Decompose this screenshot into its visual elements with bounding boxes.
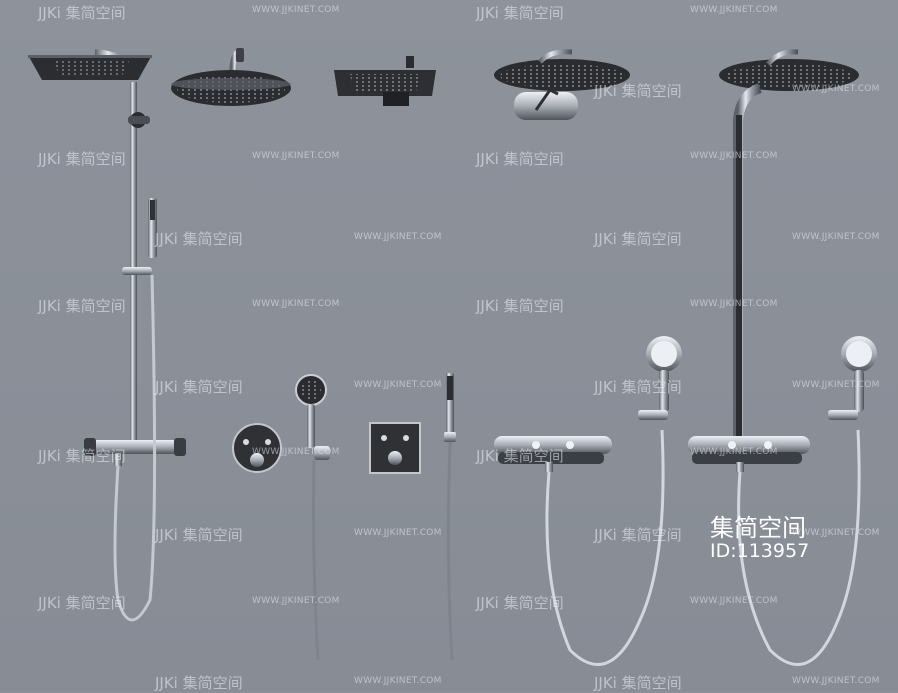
watermark-logo: JJKi 集简空间: [594, 674, 682, 692]
watermark-logo: JJKi 集简空间: [594, 82, 682, 100]
shower-system-icon: [28, 49, 186, 622]
watermark-url: WWW.JJKINET.COM: [252, 299, 340, 309]
watermark-url: WWW.JJKINET.COM: [690, 596, 778, 606]
watermark-logo: JJKi 集简空间: [594, 378, 682, 396]
overlay-title: 集简空间: [710, 514, 806, 542]
watermark-logo: JJKi 集简空间: [38, 447, 126, 465]
rain-head-icon: [171, 48, 291, 106]
watermark-url: WWW.JJKINET.COM: [354, 676, 442, 686]
watermark-logo: JJKi 集简空间: [155, 526, 243, 544]
watermark-url: WWW.JJKINET.COM: [690, 447, 778, 457]
watermark-logo: JJKi 集简空间: [594, 526, 682, 544]
control-panel-icon: [369, 422, 421, 474]
watermark-logo: JJKi 集简空间: [476, 447, 564, 465]
hand-shower-icon: [828, 336, 877, 420]
control-panel-icon: [688, 429, 861, 667]
hand-shower-icon: [638, 336, 682, 420]
watermark-url: WWW.JJKINET.COM: [792, 84, 880, 94]
control-panel-icon: [232, 423, 282, 473]
watermark-url: WWW.JJKINET.COM: [252, 596, 340, 606]
watermark-logo: JJKi 集简空间: [476, 150, 564, 168]
watermark-url: WWW.JJKINET.COM: [354, 232, 442, 242]
watermark-url: WWW.JJKINET.COM: [354, 528, 442, 538]
hose-icon: [444, 373, 456, 661]
watermark-url: WWW.JJKINET.COM: [690, 151, 778, 161]
square-head-icon: [334, 56, 436, 106]
watermark-url: WWW.JJKINET.COM: [792, 676, 880, 686]
control-panel-icon: [494, 429, 665, 667]
watermark-url: WWW.JJKINET.COM: [792, 528, 880, 538]
watermark-logo: JJKi 集简空间: [155, 378, 243, 396]
watermark-logo: JJKi 集简空间: [594, 230, 682, 248]
round-head-icon: [494, 49, 630, 120]
watermark-url: WWW.JJKINET.COM: [690, 299, 778, 309]
watermark-logo: JJKi 集简空间: [38, 4, 126, 22]
watermark-logo: JJKi 集简空间: [38, 297, 126, 315]
watermark-url: WWW.JJKINET.COM: [792, 232, 880, 242]
watermark-logo: JJKi 集简空间: [38, 150, 126, 168]
watermark-url: WWW.JJKINET.COM: [690, 5, 778, 15]
hand-shower-icon: [295, 374, 330, 661]
watermark-logo: JJKi 集简空间: [476, 297, 564, 315]
overlay-id: ID:113957: [710, 540, 810, 562]
watermark-url: WWW.JJKINET.COM: [252, 447, 340, 457]
watermark-url: WWW.JJKINET.COM: [354, 380, 442, 390]
watermark-logo: JJKi 集简空间: [476, 4, 564, 22]
watermark-url: WWW.JJKINET.COM: [792, 380, 880, 390]
shower-system-icon: [719, 49, 859, 440]
watermark-logo: JJKi 集简空间: [476, 594, 564, 612]
watermark-url: WWW.JJKINET.COM: [252, 151, 340, 161]
watermark-logo: JJKi 集简空间: [155, 674, 243, 692]
watermark-url: WWW.JJKINET.COM: [252, 5, 340, 15]
watermark-logo: JJKi 集简空间: [155, 230, 243, 248]
watermark-logo: JJKi 集简空间: [38, 594, 126, 612]
